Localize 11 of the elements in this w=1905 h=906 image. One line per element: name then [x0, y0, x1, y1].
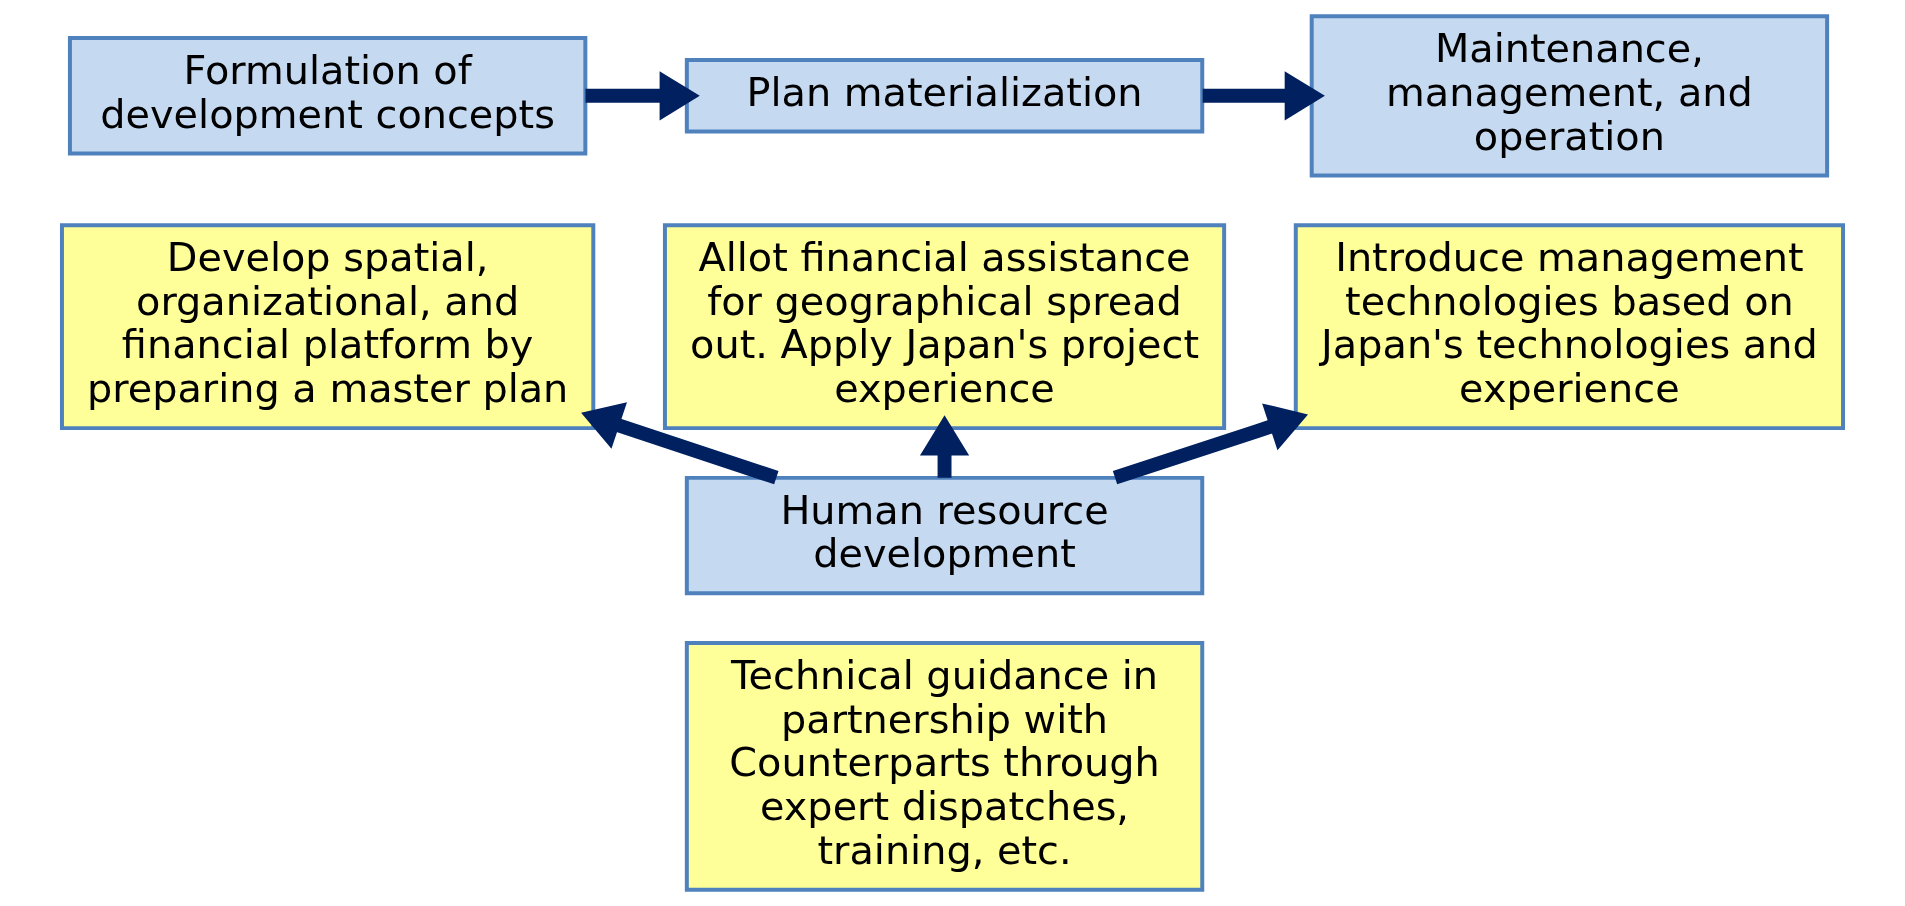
node-box: Develop spatial, organizational, and financial platform by preparing a master plan [59, 223, 596, 431]
node-box: Human resource development [684, 475, 1205, 596]
node-box: Formulation of development concepts [67, 36, 588, 156]
node-box: Technical guidance in partnership with Counterparts through expert dispatches, training, etc. [684, 641, 1205, 892]
node-box: Introduce management technologies based on Japan's technologies and experience [1293, 223, 1846, 431]
arrow [919, 415, 970, 478]
arrow [585, 71, 700, 121]
node-box: Maintenance, management, and operation [1309, 14, 1830, 178]
arrow [1202, 71, 1325, 121]
node-box: Plan materialization [684, 58, 1205, 134]
node-box: Allot financial assistance for geographical spread out. Apply Japan's project experience [662, 223, 1227, 431]
